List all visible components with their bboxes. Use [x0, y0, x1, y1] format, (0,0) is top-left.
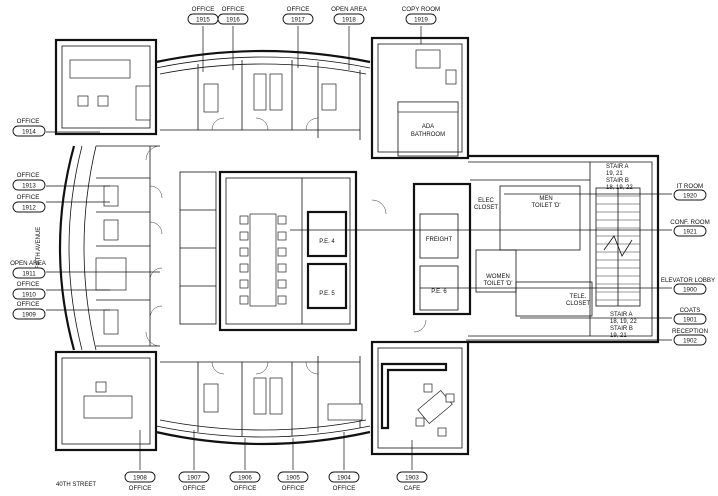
room-tag-1916: OFFICE 1916	[217, 6, 249, 25]
pe4-label: P.E. 4	[319, 239, 335, 245]
room-tag-1920-number: 1920	[683, 193, 697, 200]
stair-b-bottom-num: 19, 21	[610, 333, 627, 339]
room-tag-1903: 1903 CAFE	[396, 471, 428, 492]
men-toilet-label: MEN	[539, 196, 552, 202]
room-tag-1904-number: 1904	[337, 475, 351, 482]
freight-label: FREIGHT	[426, 237, 453, 243]
room-tag-1914: OFFICE 1914	[12, 118, 46, 137]
40th-street-label: 40TH STREET	[56, 482, 96, 488]
tele-closet-label: TELE.	[570, 294, 587, 300]
room-tag-1901: COATS 1901	[673, 307, 707, 325]
pe5-label: P.E. 5	[319, 291, 335, 297]
room-tag-1906: 1906 OFFICE	[229, 471, 261, 492]
door-swings	[145, 117, 427, 375]
room-tag-1909-number: 1909	[22, 312, 36, 319]
room-tag-1905-category: OFFICE	[282, 485, 305, 492]
room-tag-1903-number: 1903	[405, 475, 419, 482]
women-toilet-label: WOMEN	[486, 274, 510, 280]
stair-a-bottom-label: STAIR A	[610, 312, 633, 318]
room-tag-1904-category: OFFICE	[333, 485, 356, 492]
room-tag-1919: COPY ROOM 1919	[402, 6, 440, 25]
room-tag-1916-category: OFFICE	[222, 6, 245, 13]
stair-a-top-num: 19, 21	[606, 171, 623, 177]
room-tag-1910-category: OFFICE	[17, 281, 40, 288]
room-tag-1915-category: OFFICE	[192, 6, 215, 13]
room-tag-1917-number: 1917	[291, 17, 305, 24]
room-tag-1902-category: RECEPTION	[672, 328, 708, 335]
room-tag-1919-number: 1919	[414, 17, 428, 24]
room-tag-1911: OPEN AREA 1911	[10, 260, 47, 279]
room-tag-1900-number: 1900	[683, 287, 697, 294]
building-walls	[54, 36, 660, 456]
room-tag-1915: OFFICE 1915	[187, 6, 219, 25]
leader-lines	[46, 26, 672, 470]
room-tag-1911-category: OPEN AREA	[10, 260, 47, 267]
room-tag-1912: OFFICE 1912	[12, 194, 46, 213]
men-toilet-label-2: TOILET 'D'	[531, 203, 560, 209]
room-tag-1901-number: 1901	[683, 317, 697, 324]
stair-b-top-label: STAIR B	[606, 178, 629, 184]
room-tag-1902: RECEPTION 1902	[672, 328, 708, 346]
room-labels: ADA BATHROOM ELEC CLOSET MEN TOILET 'D' …	[319, 124, 637, 339]
room-tag-1911-number: 1911	[22, 271, 36, 278]
room-tag-1908: 1908 OFFICE	[124, 471, 156, 492]
room-tag-1905: 1905 OFFICE	[277, 471, 309, 492]
room-tag-1917: OFFICE 1917	[282, 6, 314, 25]
room-tag-1900-category: ELEVATOR LOBBY	[661, 277, 715, 284]
ada-label-2: BATHROOM	[411, 132, 445, 138]
room-tag-1903-category: CAFE	[404, 485, 421, 492]
room-tag-1906-category: OFFICE	[234, 485, 257, 492]
room-tag-1919-category: COPY ROOM	[402, 6, 440, 13]
room-tag-1913: OFFICE 1913	[12, 172, 46, 191]
room-tag-1921: CONF. ROOM 1921	[670, 219, 710, 237]
room-tag-1920-category: IT ROOM	[677, 183, 703, 190]
room-tag-1907-category: OFFICE	[183, 485, 206, 492]
room-tag-1905-number: 1905	[286, 475, 300, 482]
room-tag-1910-number: 1910	[22, 292, 36, 299]
room-tag-1915-number: 1915	[196, 17, 210, 24]
stair-b-bottom-label: STAIR B	[610, 326, 633, 332]
room-tag-1918: OPEN AREA 1918	[331, 6, 368, 25]
room-tag-1913-category: OFFICE	[17, 172, 40, 179]
room-tag-1917-category: OFFICE	[287, 6, 310, 13]
furniture	[69, 49, 457, 437]
stair-a-bottom-num: 18, 19, 22	[610, 319, 637, 325]
room-tag-1907-number: 1907	[187, 475, 201, 482]
room-tag-1909: OFFICE 1909	[12, 301, 46, 320]
room-tag-1920: IT ROOM 1920	[673, 183, 707, 201]
room-tag-1918-number: 1918	[342, 17, 356, 24]
stair-a-top-label: STAIR A	[606, 164, 629, 170]
room-tag-1921-number: 1921	[683, 229, 697, 236]
room-tag-1921-category: CONF. ROOM	[670, 219, 710, 226]
room-tag-1908-number: 1908	[133, 475, 147, 482]
room-tag-1913-number: 1913	[22, 183, 36, 190]
room-tag-1906-number: 1906	[238, 475, 252, 482]
room-tag-1916-number: 1916	[226, 17, 240, 24]
stair-b-top-num: 18, 19, 22	[606, 185, 633, 191]
tele-closet-label-2: CLOSET	[566, 301, 590, 307]
room-tag-1904: 1904 OFFICE	[328, 471, 360, 492]
room-tag-1918-category: OPEN AREA	[331, 6, 368, 13]
fifth-avenue-label: FIFTH AVENUE	[36, 227, 42, 270]
elec-closet-label: ELEC	[478, 198, 494, 204]
women-toilet-label-2: TOILET 'D'	[483, 281, 512, 287]
room-tag-1907: 1907 OFFICE	[178, 471, 210, 492]
room-tag-1908-category: OFFICE	[129, 485, 152, 492]
ada-label: ADA	[422, 124, 434, 130]
room-tag-1909-category: OFFICE	[17, 301, 40, 308]
room-tag-1900: ELEVATOR LOBBY 1900	[661, 277, 715, 295]
room-tag-1901-category: COATS	[680, 307, 701, 314]
interior-partitions	[96, 60, 641, 436]
room-tag-1914-number: 1914	[22, 129, 36, 136]
room-tag-1902-number: 1902	[683, 338, 697, 345]
pe6-label: P.E. 6	[431, 289, 447, 295]
stair-treads	[596, 188, 640, 306]
elec-closet-label-2: CLOSET	[474, 205, 498, 211]
room-tag-1910: OFFICE 1910	[12, 281, 46, 300]
room-tag-1912-number: 1912	[22, 205, 36, 212]
room-tag-1914-category: OFFICE	[17, 118, 40, 125]
room-tag-1912-category: OFFICE	[17, 194, 40, 201]
